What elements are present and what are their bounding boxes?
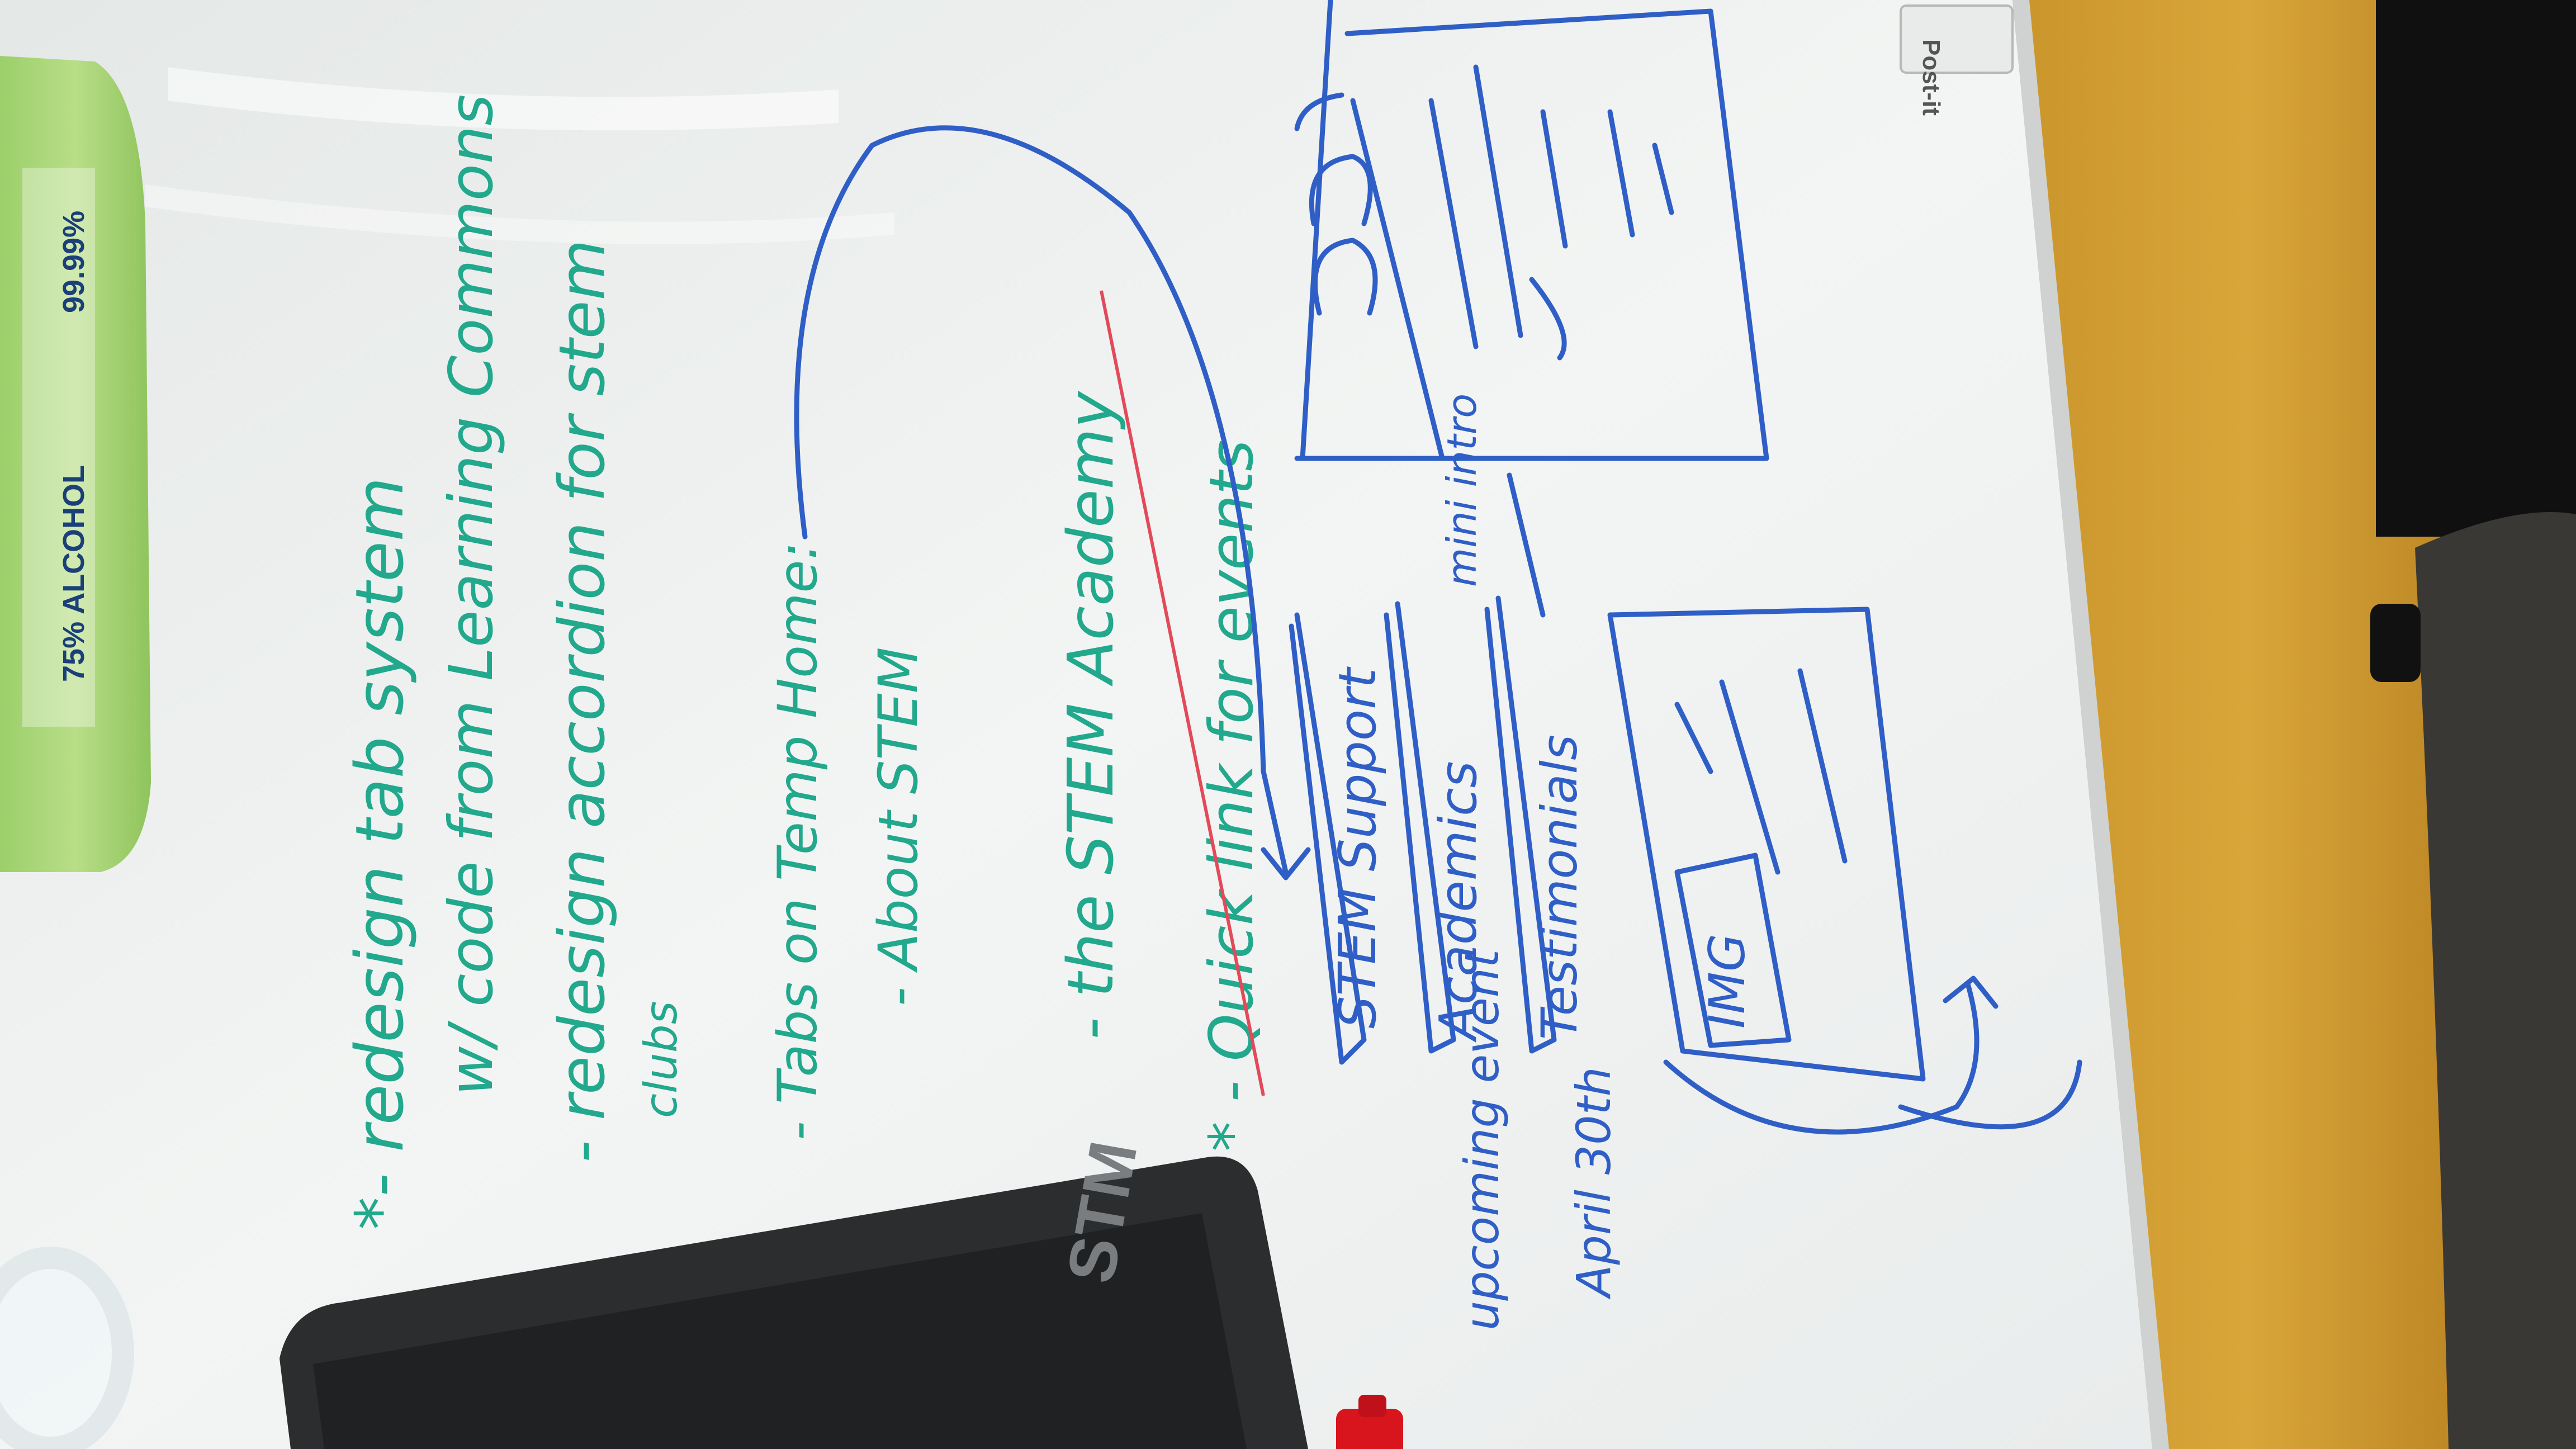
note-line-2: w/ code from Learning Commons: [437, 94, 506, 1096]
red-marker: [1336, 1395, 1403, 1449]
wipes-pack: 75% ALCOHOL 99.99%: [0, 56, 151, 872]
note-line-4: clubs: [635, 1001, 687, 1118]
red-strike: [1100, 290, 1265, 1096]
fabric: [2415, 512, 2576, 1449]
img-label: IMG: [1698, 934, 1756, 1029]
tab-label-testimonials: Testimonials: [1531, 735, 1588, 1040]
note-line-5: - Tabs on Temp Home:: [766, 542, 829, 1140]
event-date: April 30th: [1566, 1067, 1621, 1300]
post-it-logo-text: Post-it: [1917, 39, 1945, 116]
tab-label-academics: Academics: [1428, 761, 1488, 1043]
wipes-claim: 99.99%: [57, 211, 91, 313]
tab-label-stem-support: STEM Support: [1328, 666, 1388, 1029]
note-line-8: * - Quick link for events: [1197, 440, 1267, 1152]
water-bottle: [0, 1247, 134, 1449]
dark-corner: [2376, 0, 2576, 537]
whiteboard-surface: [0, 0, 2152, 1449]
glare: [145, 184, 894, 244]
intro-label: mini intro: [1438, 394, 1485, 587]
event-label: upcoming event: [1455, 948, 1509, 1330]
note-line-3: - redesign accordion for stem: [546, 239, 619, 1163]
green-notes: *- redesign tab system w/ code from Lear…: [341, 94, 1267, 1230]
note-line-1: *- redesign tab system: [341, 477, 418, 1230]
note-line-6: - About STEM: [867, 647, 930, 1006]
note-line-7: - the STEM Academy: [1055, 390, 1128, 1040]
blue-wireframe: [794, 0, 2082, 1135]
zipper-pull: [2370, 604, 2421, 682]
tablet-case: STM: [280, 1136, 1308, 1449]
glare: [168, 67, 839, 131]
post-it-logo: Post-it: [1900, 4, 2014, 116]
whiteboard-frame: [2012, 0, 2169, 1449]
wipes-label: 75% ALCOHOL: [57, 465, 91, 682]
wireframe-labels: STEM Support Academics Testimonials mini…: [1328, 394, 1756, 1330]
